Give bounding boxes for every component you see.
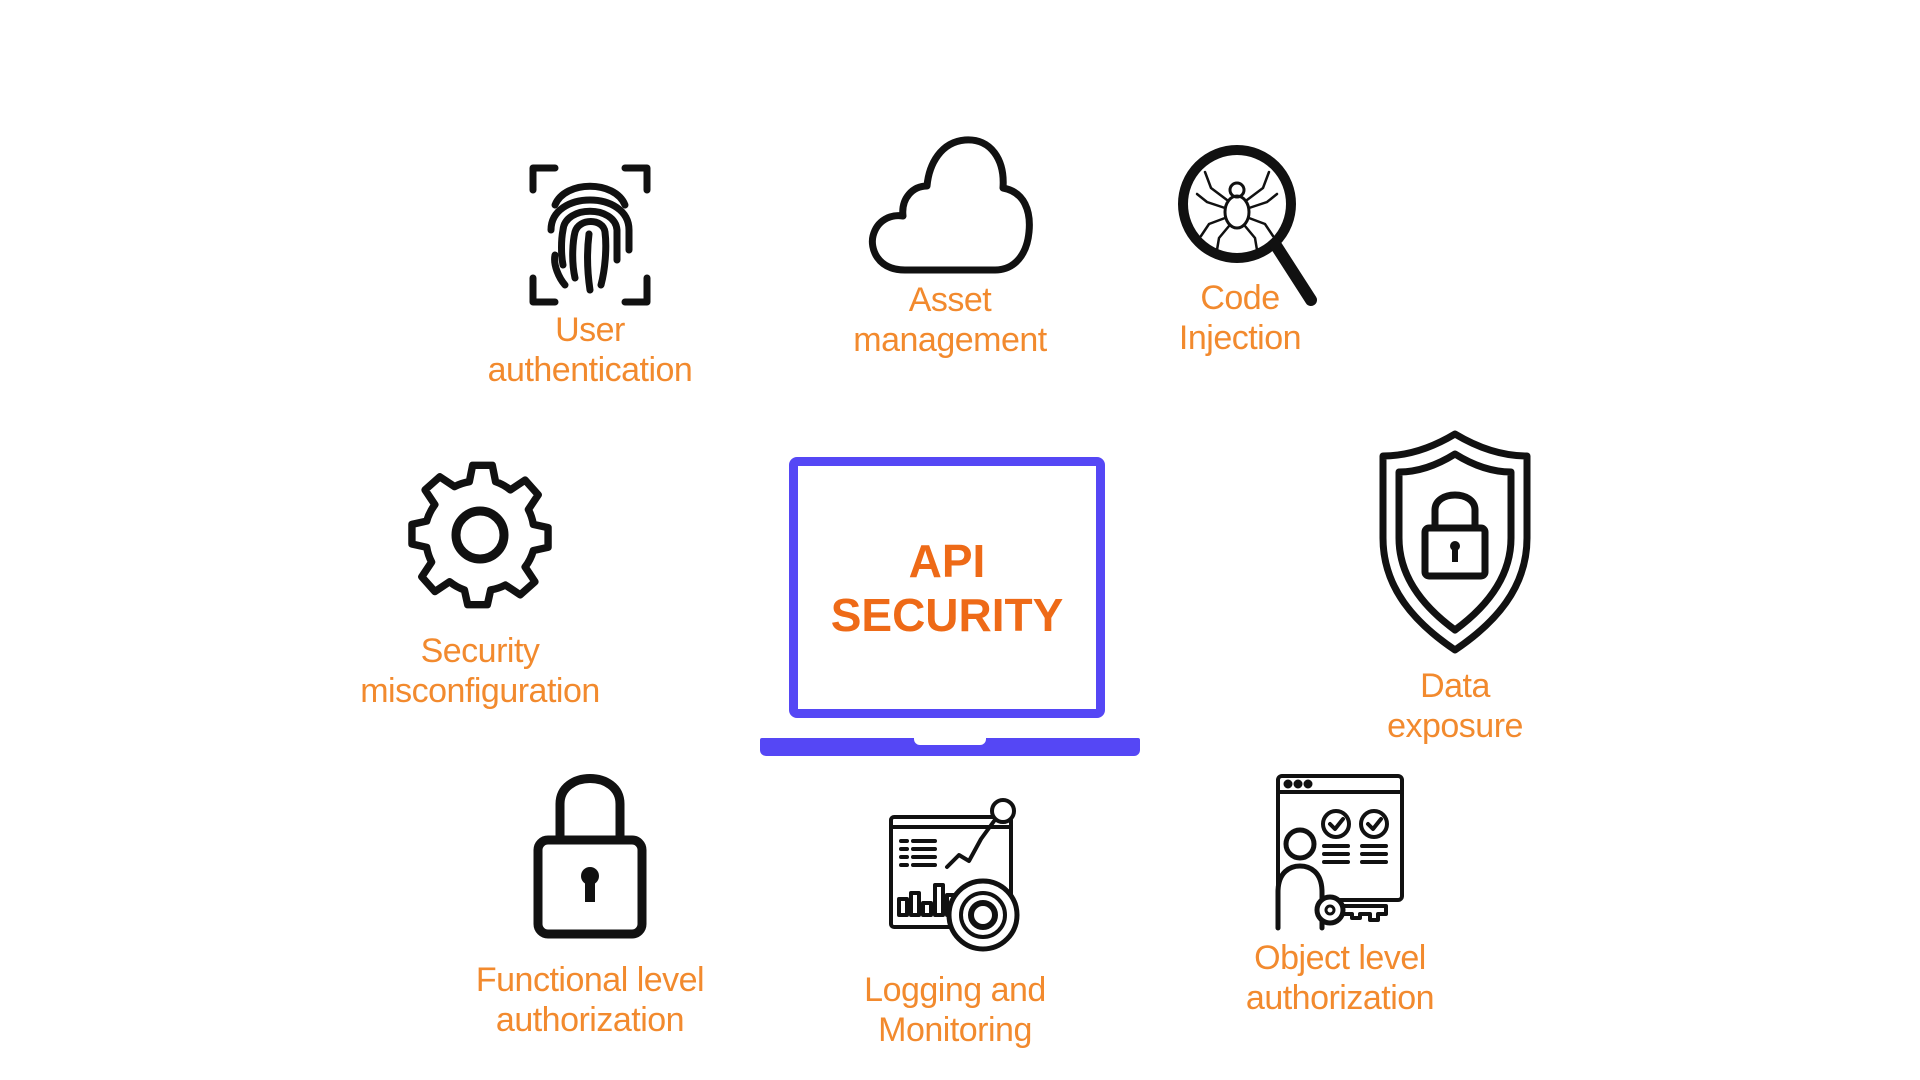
shield-lock-icon xyxy=(1379,430,1531,654)
node-label: Security misconfiguration xyxy=(360,632,600,710)
node-label: Code Injection xyxy=(1178,279,1302,357)
center-title-line1: API xyxy=(908,534,986,587)
laptop-icon: API SECURITY xyxy=(760,452,1140,762)
center-title-line2: SECURITY xyxy=(830,588,1064,641)
node-asset-management: Asset management xyxy=(830,128,1070,360)
node-label: Data exposure xyxy=(1387,667,1523,745)
laptop-notch xyxy=(914,738,986,745)
node-label: Object level authorization xyxy=(1245,939,1435,1017)
node-object-level-authorization: Object level authorization xyxy=(1210,772,1470,1018)
gear-icon xyxy=(408,461,552,609)
dashboard-monitoring-icon xyxy=(889,798,1020,952)
node-label: User authentication xyxy=(487,311,693,389)
laptop-base xyxy=(760,738,1140,756)
user-key-window-icon xyxy=(1275,774,1404,931)
padlock-icon xyxy=(533,774,647,939)
node-logging-and-monitoring: Logging and Monitoring xyxy=(830,795,1080,1050)
bug-magnifier-icon xyxy=(1178,145,1317,306)
node-label: Logging and Monitoring xyxy=(864,971,1046,1049)
laptop-screen: API SECURITY xyxy=(789,457,1105,718)
node-label: Asset management xyxy=(853,281,1047,359)
node-security-misconfiguration: Security misconfiguration xyxy=(355,445,605,711)
node-label: Functional level authorization xyxy=(475,961,705,1039)
node-data-exposure: Data exposure xyxy=(1345,428,1565,746)
fingerprint-icon xyxy=(529,164,651,306)
node-user-authentication: User authentication xyxy=(470,160,710,390)
node-functional-level-authorization: Functional level authorization xyxy=(450,762,730,1040)
cloud-icon xyxy=(868,136,1033,274)
node-code-injection: Code Injection xyxy=(1130,132,1350,358)
